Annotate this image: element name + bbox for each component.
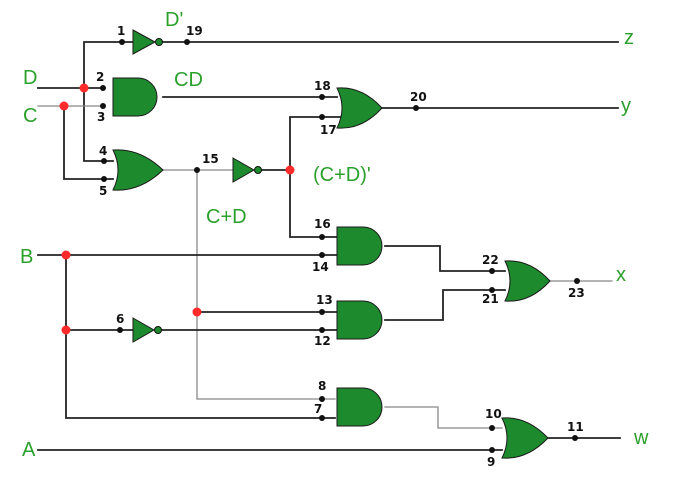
wire-and3-to-10: [384, 406, 503, 429]
pin-2: [100, 85, 106, 91]
pin-8: [319, 396, 325, 402]
pin-15: [194, 167, 200, 173]
node-number-8: 8: [318, 379, 326, 393]
junction-b: [61, 250, 71, 260]
node-number-23: 23: [568, 286, 585, 300]
junction-d: [79, 83, 89, 93]
input-label-a: A: [22, 439, 36, 461]
junction-b-down: [61, 325, 71, 335]
wire-c-to-or: [63, 105, 114, 180]
not-gate-b-bubble: [154, 326, 162, 334]
output-label-w: w: [633, 427, 649, 449]
node-number-4: 4: [99, 144, 107, 158]
pin-10: [489, 425, 495, 431]
expr-label-c-plus-d-not: (C+D)': [313, 164, 371, 186]
pin-6: [117, 327, 123, 333]
not-gate-c-plus-d: [232, 157, 256, 183]
node-number-1: 1: [117, 24, 125, 38]
not-gate-b: [132, 317, 156, 343]
input-label-d: D: [23, 67, 37, 89]
and-gate-8-7: [336, 387, 383, 427]
junction-c: [59, 101, 69, 111]
node-number-10: 10: [485, 407, 502, 421]
output-label-x: x: [616, 264, 626, 286]
node-number-9: 9: [487, 455, 495, 469]
wire-not-cd-to-17: [289, 116, 344, 171]
node-numbers: 1 19 2 3 4 5 15 18 17 20 16 14 22 21 23 …: [96, 24, 585, 469]
pin-17: [319, 114, 325, 120]
expr-label-d-not: D': [165, 9, 183, 31]
node-number-11: 11: [567, 420, 584, 434]
node-number-6: 6: [116, 312, 124, 326]
pin-20: [413, 105, 419, 111]
wire-d-to-not: [83, 41, 134, 89]
wires: [37, 41, 621, 451]
pin-9: [489, 447, 495, 453]
or-gate-w: [501, 417, 549, 459]
or-gate-x: [504, 260, 551, 302]
not-gate-d-bubble: [155, 38, 163, 46]
pin-dots: [100, 39, 580, 453]
input-label-c: C: [23, 105, 37, 127]
pin-1: [119, 39, 125, 45]
wire-and2-to-21: [384, 289, 506, 321]
node-number-20: 20: [410, 90, 427, 104]
pin-7: [319, 415, 325, 421]
pin-19: [184, 39, 190, 45]
pin-11: [572, 435, 578, 441]
expr-label-c-plus-d: C+D: [206, 206, 247, 228]
and-gate-16-14: [336, 226, 383, 266]
node-number-14: 14: [312, 260, 329, 274]
node-number-19: 19: [186, 24, 203, 38]
node-number-16: 16: [314, 217, 331, 231]
or-gate-c-plus-d: [112, 149, 164, 191]
and-gate-13-12: [336, 300, 383, 340]
not-gate-c-plus-d-bubble: [254, 166, 262, 174]
node-number-12: 12: [314, 334, 331, 348]
node-number-17: 17: [320, 123, 337, 137]
pin-18: [319, 94, 325, 100]
io-labels: D C B A z y x w D' CD C+D (C+D)': [20, 9, 649, 461]
expr-label-cd: CD: [174, 69, 203, 91]
node-number-5: 5: [99, 184, 107, 198]
junction-15: [192, 307, 202, 317]
not-gate-d: [132, 29, 157, 55]
node-number-3: 3: [97, 110, 105, 124]
or-gate-y: [336, 87, 383, 129]
node-number-2: 2: [96, 70, 104, 84]
and-gate-cd: [112, 77, 158, 117]
node-number-15: 15: [202, 152, 219, 166]
pin-23: [574, 278, 580, 284]
pin-21: [489, 287, 495, 293]
pin-4: [101, 158, 107, 164]
pin-3: [100, 103, 106, 109]
wire-15-down: [196, 169, 336, 400]
pin-5: [101, 176, 107, 182]
wire-b-down: [65, 254, 336, 419]
junctions: [59, 83, 295, 335]
node-number-21: 21: [482, 292, 499, 306]
pin-16: [319, 234, 325, 240]
node-number-13: 13: [316, 293, 333, 307]
junction-not-c-plus-d: [285, 165, 295, 175]
node-number-18: 18: [314, 79, 331, 93]
output-label-y: y: [621, 95, 631, 117]
pin-14: [319, 252, 325, 258]
node-number-7: 7: [314, 402, 322, 416]
wire-and1-to-22: [384, 245, 506, 272]
output-label-z: z: [624, 27, 634, 49]
input-label-b: B: [20, 246, 33, 268]
pin-22: [489, 268, 495, 274]
pin-13: [319, 309, 325, 315]
gates: [112, 29, 551, 459]
node-number-22: 22: [482, 253, 499, 267]
pin-12: [319, 327, 325, 333]
